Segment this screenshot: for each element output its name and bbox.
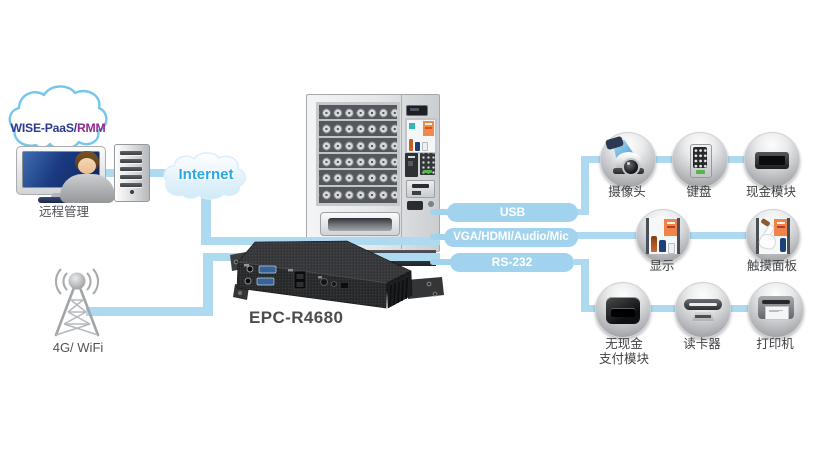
person-avatar: [58, 151, 118, 203]
person-face: [78, 158, 96, 174]
link-cashless-reader: [646, 305, 678, 312]
server-slot: [120, 151, 142, 155]
link-reader-printer: [727, 305, 751, 312]
change-slot: [407, 201, 423, 210]
brand-right: RMM: [76, 121, 106, 135]
touch-bottle: [780, 238, 786, 252]
tray-slot: [328, 218, 392, 231]
bus-vga-hdmi-audio-mic: VGA/HDMI/Audio/Mic: [444, 228, 578, 247]
server-slot: [120, 167, 142, 171]
cash-slot: [759, 156, 785, 165]
rs232-to-cashless: [581, 305, 603, 312]
rs232-stem: [430, 259, 456, 265]
touch-tag-text2: [777, 226, 785, 228]
display-tag-text1: [667, 222, 675, 224]
shelf-row: [319, 170, 397, 187]
server-slot: [120, 183, 142, 187]
card-reader-label: 读卡器: [683, 337, 721, 351]
vending-machine-display: [406, 105, 428, 116]
epc-r4680-device: [230, 240, 444, 309]
brand-left: WISE-PaaS/: [10, 121, 78, 135]
ad-bottle: [415, 142, 420, 151]
link-camera-keypad: [652, 156, 676, 163]
display-icon: [636, 209, 690, 263]
printer-label: 打印机: [756, 337, 794, 351]
wise-paas-label: WISE-PaaS/RMM: [6, 121, 110, 135]
line-internet-down: [201, 190, 211, 245]
cashless-payment-icon: [595, 282, 651, 338]
printer-icon: [748, 282, 804, 338]
internet-cloud: [163, 152, 246, 200]
cashless-slot: [611, 309, 635, 317]
ad-tag-line2: [425, 127, 432, 129]
wise-paas-cloud: [8, 85, 108, 151]
touch-panel-icon: [746, 209, 800, 263]
server-slot: [120, 175, 142, 179]
server-slot: [120, 159, 142, 163]
touch-panel-label: 触摸面板: [746, 259, 797, 273]
ad-square: [409, 123, 415, 129]
keyhole: [428, 201, 434, 207]
wireless-label: 4G/ WiFi: [52, 340, 104, 355]
cash-module-icon: [744, 132, 800, 188]
shelf-row: [319, 186, 397, 203]
camera-label: 摄像头: [608, 185, 646, 199]
line-4g-horizontal: [86, 307, 213, 316]
bus-rs232: RS-232: [450, 253, 574, 272]
vending-machine-divider: [401, 95, 402, 249]
link-display-touch: [686, 232, 748, 239]
printer-paper: [765, 306, 789, 320]
usb-elbow-v: [581, 156, 589, 215]
display-bottle2: [659, 240, 666, 252]
display-tag-text2: [667, 226, 675, 228]
person-body: [60, 174, 115, 203]
antenna-4g-icon: [54, 268, 100, 337]
ad-bottle: [409, 139, 413, 151]
epc-r4680-label: EPC-R4680: [249, 308, 344, 327]
usb-stem: [430, 209, 452, 215]
vending-machine-window: [316, 102, 400, 206]
internet-label: Internet: [178, 166, 234, 183]
monitor-stand: [50, 193, 68, 198]
vending-keypad: [420, 153, 435, 175]
display-label: 显示: [649, 259, 675, 273]
cash-module-label: 现金模块: [745, 185, 796, 199]
cashless-payment-label: 无现金 支付模块: [598, 337, 649, 366]
vga-to-display: [574, 232, 642, 239]
reader-slot-line: [689, 303, 717, 306]
server-power-led: [130, 190, 134, 194]
camera-lens-glint: [627, 162, 630, 165]
card-reader-icon: [675, 282, 731, 338]
shelf-row: [319, 105, 397, 122]
ad-tag-line: [425, 123, 432, 125]
reader-base-band: [695, 315, 711, 318]
touch-tag-text1: [777, 222, 785, 224]
bus-usb: USB: [447, 203, 578, 222]
camera-lens: [621, 158, 640, 176]
shelf-row: [319, 153, 397, 171]
keypad-keys: [693, 147, 707, 168]
camera-icon: [600, 132, 656, 188]
server-tower: [114, 144, 150, 202]
keypad-label: 键盘: [686, 185, 712, 199]
ad-bottle: [422, 142, 428, 151]
vending-machine-tray: [320, 212, 400, 236]
vending-machine-ad-screen: [405, 118, 437, 154]
vga-stem: [430, 234, 450, 240]
keypad-icon: [672, 132, 728, 188]
bill-acceptor: [406, 180, 435, 198]
rs232-elbow-v: [581, 259, 589, 312]
monitor-base: [38, 197, 82, 203]
line-4g-up: [203, 253, 213, 314]
usb-to-camera: [581, 156, 605, 163]
display-bottle1: [651, 236, 657, 252]
display-bottle3: [668, 243, 675, 254]
remote-management-label: 远程管理: [38, 205, 89, 219]
shelf-row: [319, 121, 397, 138]
shelf-row: [319, 137, 397, 154]
keypad-enter-key: [696, 170, 705, 174]
printer-slot: [762, 300, 790, 304]
coin-slot-panel: [405, 153, 418, 177]
link-keypad-cash: [723, 156, 747, 163]
